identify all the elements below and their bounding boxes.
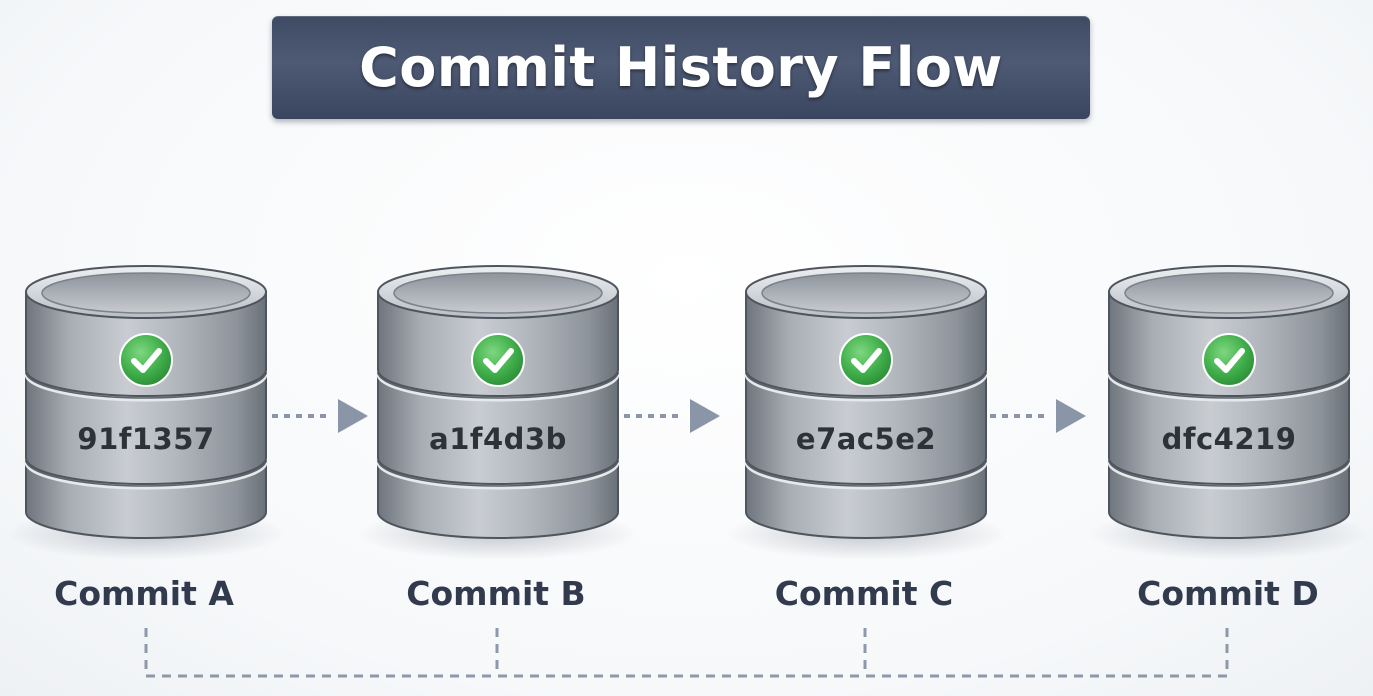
- title-banner: Commit History Flow: [272, 16, 1090, 119]
- commit-hash: dfc4219: [1161, 422, 1297, 456]
- check-icon: [1202, 333, 1256, 387]
- commit-label: Commit B: [406, 574, 586, 613]
- commit-hash: e7ac5e2: [795, 422, 937, 456]
- database-cylinder-icon: [726, 265, 1006, 560]
- check-icon: [839, 333, 893, 387]
- commit-hash: a1f4d3b: [429, 422, 567, 456]
- commit-label: Commit C: [774, 574, 954, 613]
- commit-hash: 91f1357: [77, 422, 215, 456]
- commit-label: Commit A: [54, 574, 234, 613]
- check-icon: [471, 333, 525, 387]
- commit-node-b: a1f4d3b: [358, 262, 638, 560]
- arrow-icon: [624, 399, 720, 433]
- commit-label: Commit D: [1137, 574, 1319, 613]
- diagram-title: Commit History Flow: [359, 36, 1003, 99]
- arrow-icon: [990, 399, 1086, 433]
- arrow-icon: [272, 399, 368, 433]
- commit-node-c: e7ac5e2: [726, 262, 1006, 560]
- commit-node-a: 91f1357: [6, 262, 286, 560]
- commit-node-d: dfc4219: [1089, 262, 1369, 560]
- check-icon: [119, 333, 173, 387]
- database-cylinder-icon: [358, 265, 638, 560]
- database-cylinder-icon: [1089, 265, 1369, 560]
- database-cylinder-icon: [6, 265, 286, 560]
